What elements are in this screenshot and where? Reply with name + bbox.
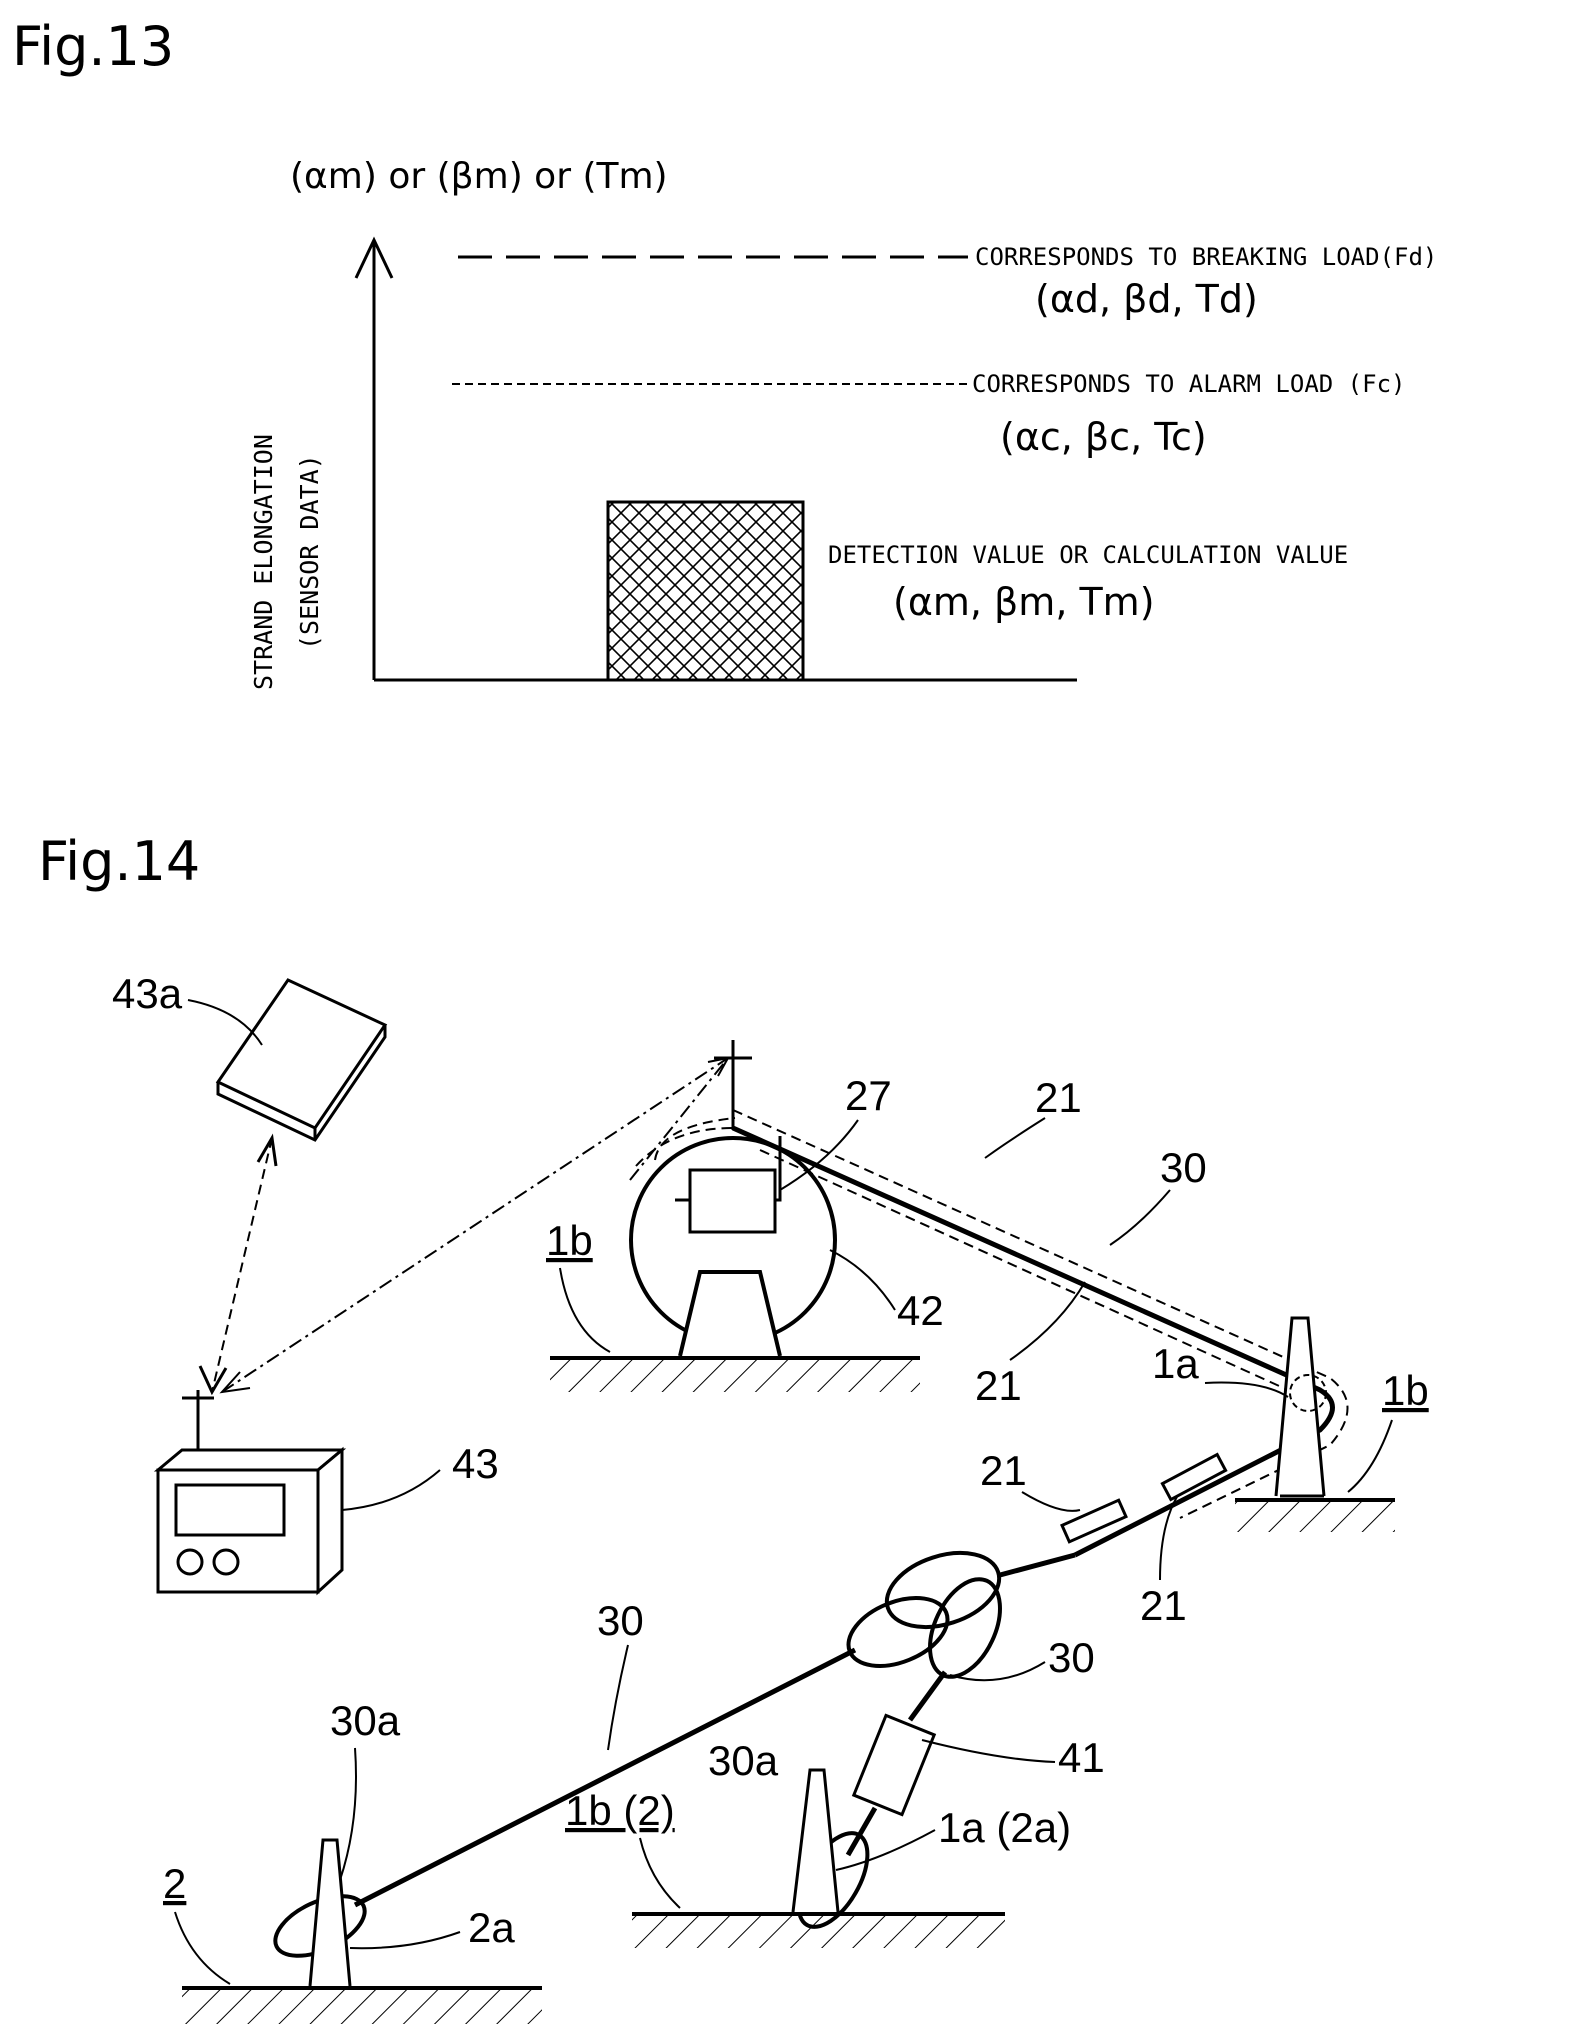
sleeves-21 <box>1062 1454 1226 1541</box>
leader-1b-left <box>560 1268 610 1352</box>
leader-30-top <box>1110 1190 1170 1245</box>
leader-2 <box>175 1912 230 1984</box>
detection-values: (αm, βm, Tm) <box>893 580 1155 624</box>
leader-42 <box>830 1250 895 1310</box>
label-30a-right: 30a <box>708 1737 779 1784</box>
detection-text: DETECTION VALUE OR CALCULATION VALUE <box>828 541 1348 569</box>
label-1b-2: 1b (2) <box>565 1787 675 1834</box>
leader-41 <box>922 1740 1055 1762</box>
label-27: 27 <box>845 1072 892 1119</box>
y-axis-label: STRAND ELONGATION <box>249 434 278 690</box>
label-1a-2a: 1a (2a) <box>938 1804 1071 1851</box>
label-21-top: 21 <box>1035 1074 1082 1121</box>
breaking-load-text: CORRESPONDS TO BREAKING LOAD(Fd) <box>975 243 1437 271</box>
label-21-sleeve2: 21 <box>1140 1582 1187 1629</box>
label-42: 42 <box>897 1287 944 1334</box>
leader-30a-left <box>340 1748 356 1880</box>
detection-bar <box>608 502 803 680</box>
tower-1a <box>1235 1318 1395 1532</box>
label-1b-right: 1b <box>1382 1367 1429 1414</box>
label-30-mid: 30 <box>597 1597 644 1644</box>
y-axis-sublabel: (SENSOR DATA) <box>295 454 324 650</box>
leader-43 <box>342 1470 440 1510</box>
label-43: 43 <box>452 1440 499 1487</box>
alarm-load-values: (αc, βc, Tc) <box>1000 415 1207 459</box>
label-43a: 43a <box>112 970 183 1017</box>
cable-30-lower <box>266 1540 1075 1968</box>
label-21-sleeve1: 21 <box>980 1447 1027 1494</box>
label-2a: 2a <box>468 1904 515 1951</box>
leader-1b-right <box>1348 1420 1392 1492</box>
breaking-load-values: (αd, βd, Td) <box>1035 277 1258 321</box>
label-1a: 1a <box>1152 1340 1199 1387</box>
label-21-mid: 21 <box>975 1362 1022 1409</box>
label-1b-left: 1b <box>546 1217 593 1264</box>
alarm-load-text: CORRESPONDS TO ALARM LOAD (Fc) <box>972 370 1405 398</box>
leader-21-sleeve1 <box>1022 1492 1080 1511</box>
leader-30-mid <box>608 1645 628 1750</box>
fig14-title: Fig.14 <box>38 830 200 893</box>
leader-1b-2 <box>640 1838 680 1908</box>
tablet-43a <box>218 980 385 1140</box>
label-2: 2 <box>163 1860 186 1907</box>
cable-30-upper <box>733 1110 1348 1555</box>
leader-2a <box>350 1932 460 1948</box>
tower-1a-2a <box>632 1770 1005 1948</box>
label-30a-left: 30a <box>330 1697 401 1744</box>
label-30-right: 30 <box>1048 1634 1095 1681</box>
fig13-title: Fig.13 <box>12 15 174 78</box>
monitor-43 <box>158 1390 342 1592</box>
y-axis-title: (αm) or (βm) or (Tm) <box>290 156 668 197</box>
label-30-top: 30 <box>1160 1144 1207 1191</box>
leader-21-top <box>985 1118 1045 1158</box>
label-41: 41 <box>1058 1734 1105 1781</box>
